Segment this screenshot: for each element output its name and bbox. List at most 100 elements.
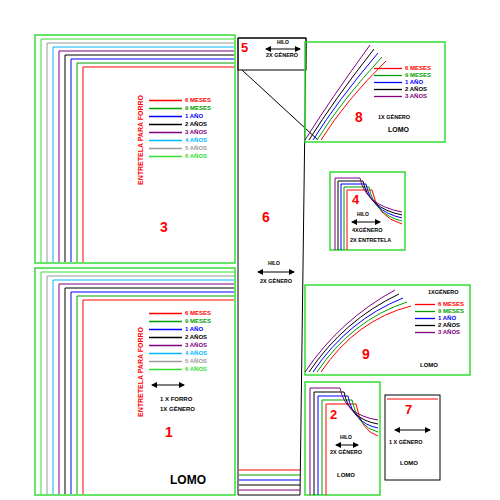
pattern-line xyxy=(239,490,300,491)
pattern-line xyxy=(374,89,402,90)
pattern-line xyxy=(65,288,234,494)
pattern-line xyxy=(305,45,370,140)
pattern-line xyxy=(149,313,182,314)
pattern-line xyxy=(341,184,402,250)
pattern-line xyxy=(347,190,402,250)
pattern-text: 1X GÉNERO xyxy=(378,115,410,121)
pattern-text: 2 AÑOS xyxy=(185,121,207,127)
pattern-line xyxy=(149,345,182,346)
pattern-line xyxy=(83,67,234,262)
pattern-text: HILO xyxy=(357,212,369,217)
pattern-line xyxy=(149,329,182,330)
grain-arrow xyxy=(395,430,430,431)
pattern-text: 3 AÑOS xyxy=(185,129,207,135)
pattern-line xyxy=(149,124,182,125)
callout-number: 1 xyxy=(165,425,173,439)
pattern-text: LOMO xyxy=(400,460,418,466)
pattern-line xyxy=(321,306,411,372)
pattern-line xyxy=(374,96,402,97)
pattern-text: HILO xyxy=(340,435,352,440)
pattern-text: 3 AÑOS xyxy=(438,329,460,335)
callout-number: 9 xyxy=(362,347,370,361)
pattern-line xyxy=(149,337,182,338)
pattern-line xyxy=(313,53,378,140)
pattern-line xyxy=(415,332,435,333)
pattern-line xyxy=(314,392,378,495)
pattern-text: LOMO xyxy=(420,362,438,368)
pattern-text: 6 AÑOS xyxy=(185,153,207,159)
pattern-text: 1 AÑO xyxy=(185,113,203,119)
pattern-line xyxy=(313,298,403,372)
pattern-text: 5 AÑOS xyxy=(185,145,207,151)
pattern-text: ENTRETELA PARA FORRO xyxy=(137,327,144,417)
pattern-line xyxy=(149,132,182,133)
piece-outline xyxy=(305,382,380,495)
pattern-line xyxy=(310,388,378,495)
pattern-line xyxy=(305,290,395,372)
pattern-line xyxy=(149,100,182,101)
pattern-line xyxy=(59,284,234,494)
pattern-text: HILO xyxy=(277,40,289,45)
piece-outline xyxy=(35,35,235,263)
pattern-piece: 1XGÉNERO6 MESES9 MESES1 AÑO2 AÑOS3 AÑOS9… xyxy=(305,285,470,375)
pattern-text: 1 AÑO xyxy=(405,79,423,85)
pattern-text: 4 AÑOS xyxy=(185,350,207,356)
pattern-line xyxy=(309,49,374,140)
pattern-line xyxy=(149,116,182,117)
pattern-line xyxy=(309,294,399,372)
pattern-line xyxy=(415,311,435,312)
pattern-line xyxy=(149,321,182,322)
callout-number: 2 xyxy=(330,408,337,421)
pattern-text: 1 X FORRO xyxy=(160,396,192,402)
pattern-line xyxy=(71,292,234,494)
pattern-line xyxy=(149,156,182,157)
pattern-text: 2 AÑOS xyxy=(185,334,207,340)
pattern-line xyxy=(374,68,402,69)
pattern-line xyxy=(149,353,182,354)
pattern-line xyxy=(149,148,182,149)
pattern-line xyxy=(318,396,378,495)
pattern-text: 6 MESES xyxy=(185,310,211,316)
callout-number: LOMO xyxy=(170,474,206,486)
pattern-text: 1 AÑO xyxy=(185,326,203,332)
pattern-text: 4 AÑOS xyxy=(185,137,207,143)
pattern-piece: 6 MESES9 MESES1 AÑO2 AÑOS3 AÑOS4 AÑOS5 A… xyxy=(35,268,235,495)
pattern-line xyxy=(242,70,318,140)
grain-arrow xyxy=(266,49,300,50)
pattern-piece: ENTRETELA PARA FORRO6 MESES9 MESES1 AÑO2… xyxy=(35,35,235,263)
callout-number: 5 xyxy=(241,41,248,54)
pattern-line xyxy=(374,75,402,76)
pattern-text: 2 AÑOS xyxy=(438,322,460,328)
pattern-line xyxy=(65,55,234,262)
pattern-text: 9 MESES xyxy=(185,105,211,111)
pattern-line xyxy=(326,404,378,495)
pattern-text: 1 X GÉNERO xyxy=(389,440,423,446)
pattern-text: LOMO xyxy=(388,126,409,133)
pattern-line xyxy=(239,480,300,481)
pattern-text: ENTRETELA PARA FORRO xyxy=(137,95,144,185)
piece-outline xyxy=(330,172,405,250)
pattern-text: 9 MESES xyxy=(185,318,211,324)
pattern-line xyxy=(239,475,300,476)
pattern-line xyxy=(415,304,435,305)
piece-outline xyxy=(35,268,235,495)
pattern-text: 3 AÑOS xyxy=(405,93,427,99)
callout-number: 6 xyxy=(262,210,270,224)
pattern-line xyxy=(335,178,402,250)
piece-outline xyxy=(238,38,306,495)
pattern-text: 2 AÑOS xyxy=(405,86,427,92)
pattern-line xyxy=(41,272,234,494)
pattern-line xyxy=(149,361,182,362)
pattern-text: 1 AÑO xyxy=(438,315,456,321)
callout-number: 3 xyxy=(160,220,168,234)
pattern-piece: 4HILO4XGÉNERO2X ENTRETELA xyxy=(330,172,405,250)
pattern-line xyxy=(53,47,234,262)
pattern-line xyxy=(317,302,407,372)
pattern-text: 1X GÉNERO xyxy=(160,406,195,412)
pattern-text: 1XGÉNERO xyxy=(428,290,459,296)
grain-arrow xyxy=(336,445,358,446)
pattern-text: 2X GÉNERO xyxy=(260,279,292,285)
pattern-text: 2X ENTRETELA xyxy=(350,238,391,244)
pattern-line xyxy=(149,369,182,370)
pattern-line xyxy=(149,140,182,141)
